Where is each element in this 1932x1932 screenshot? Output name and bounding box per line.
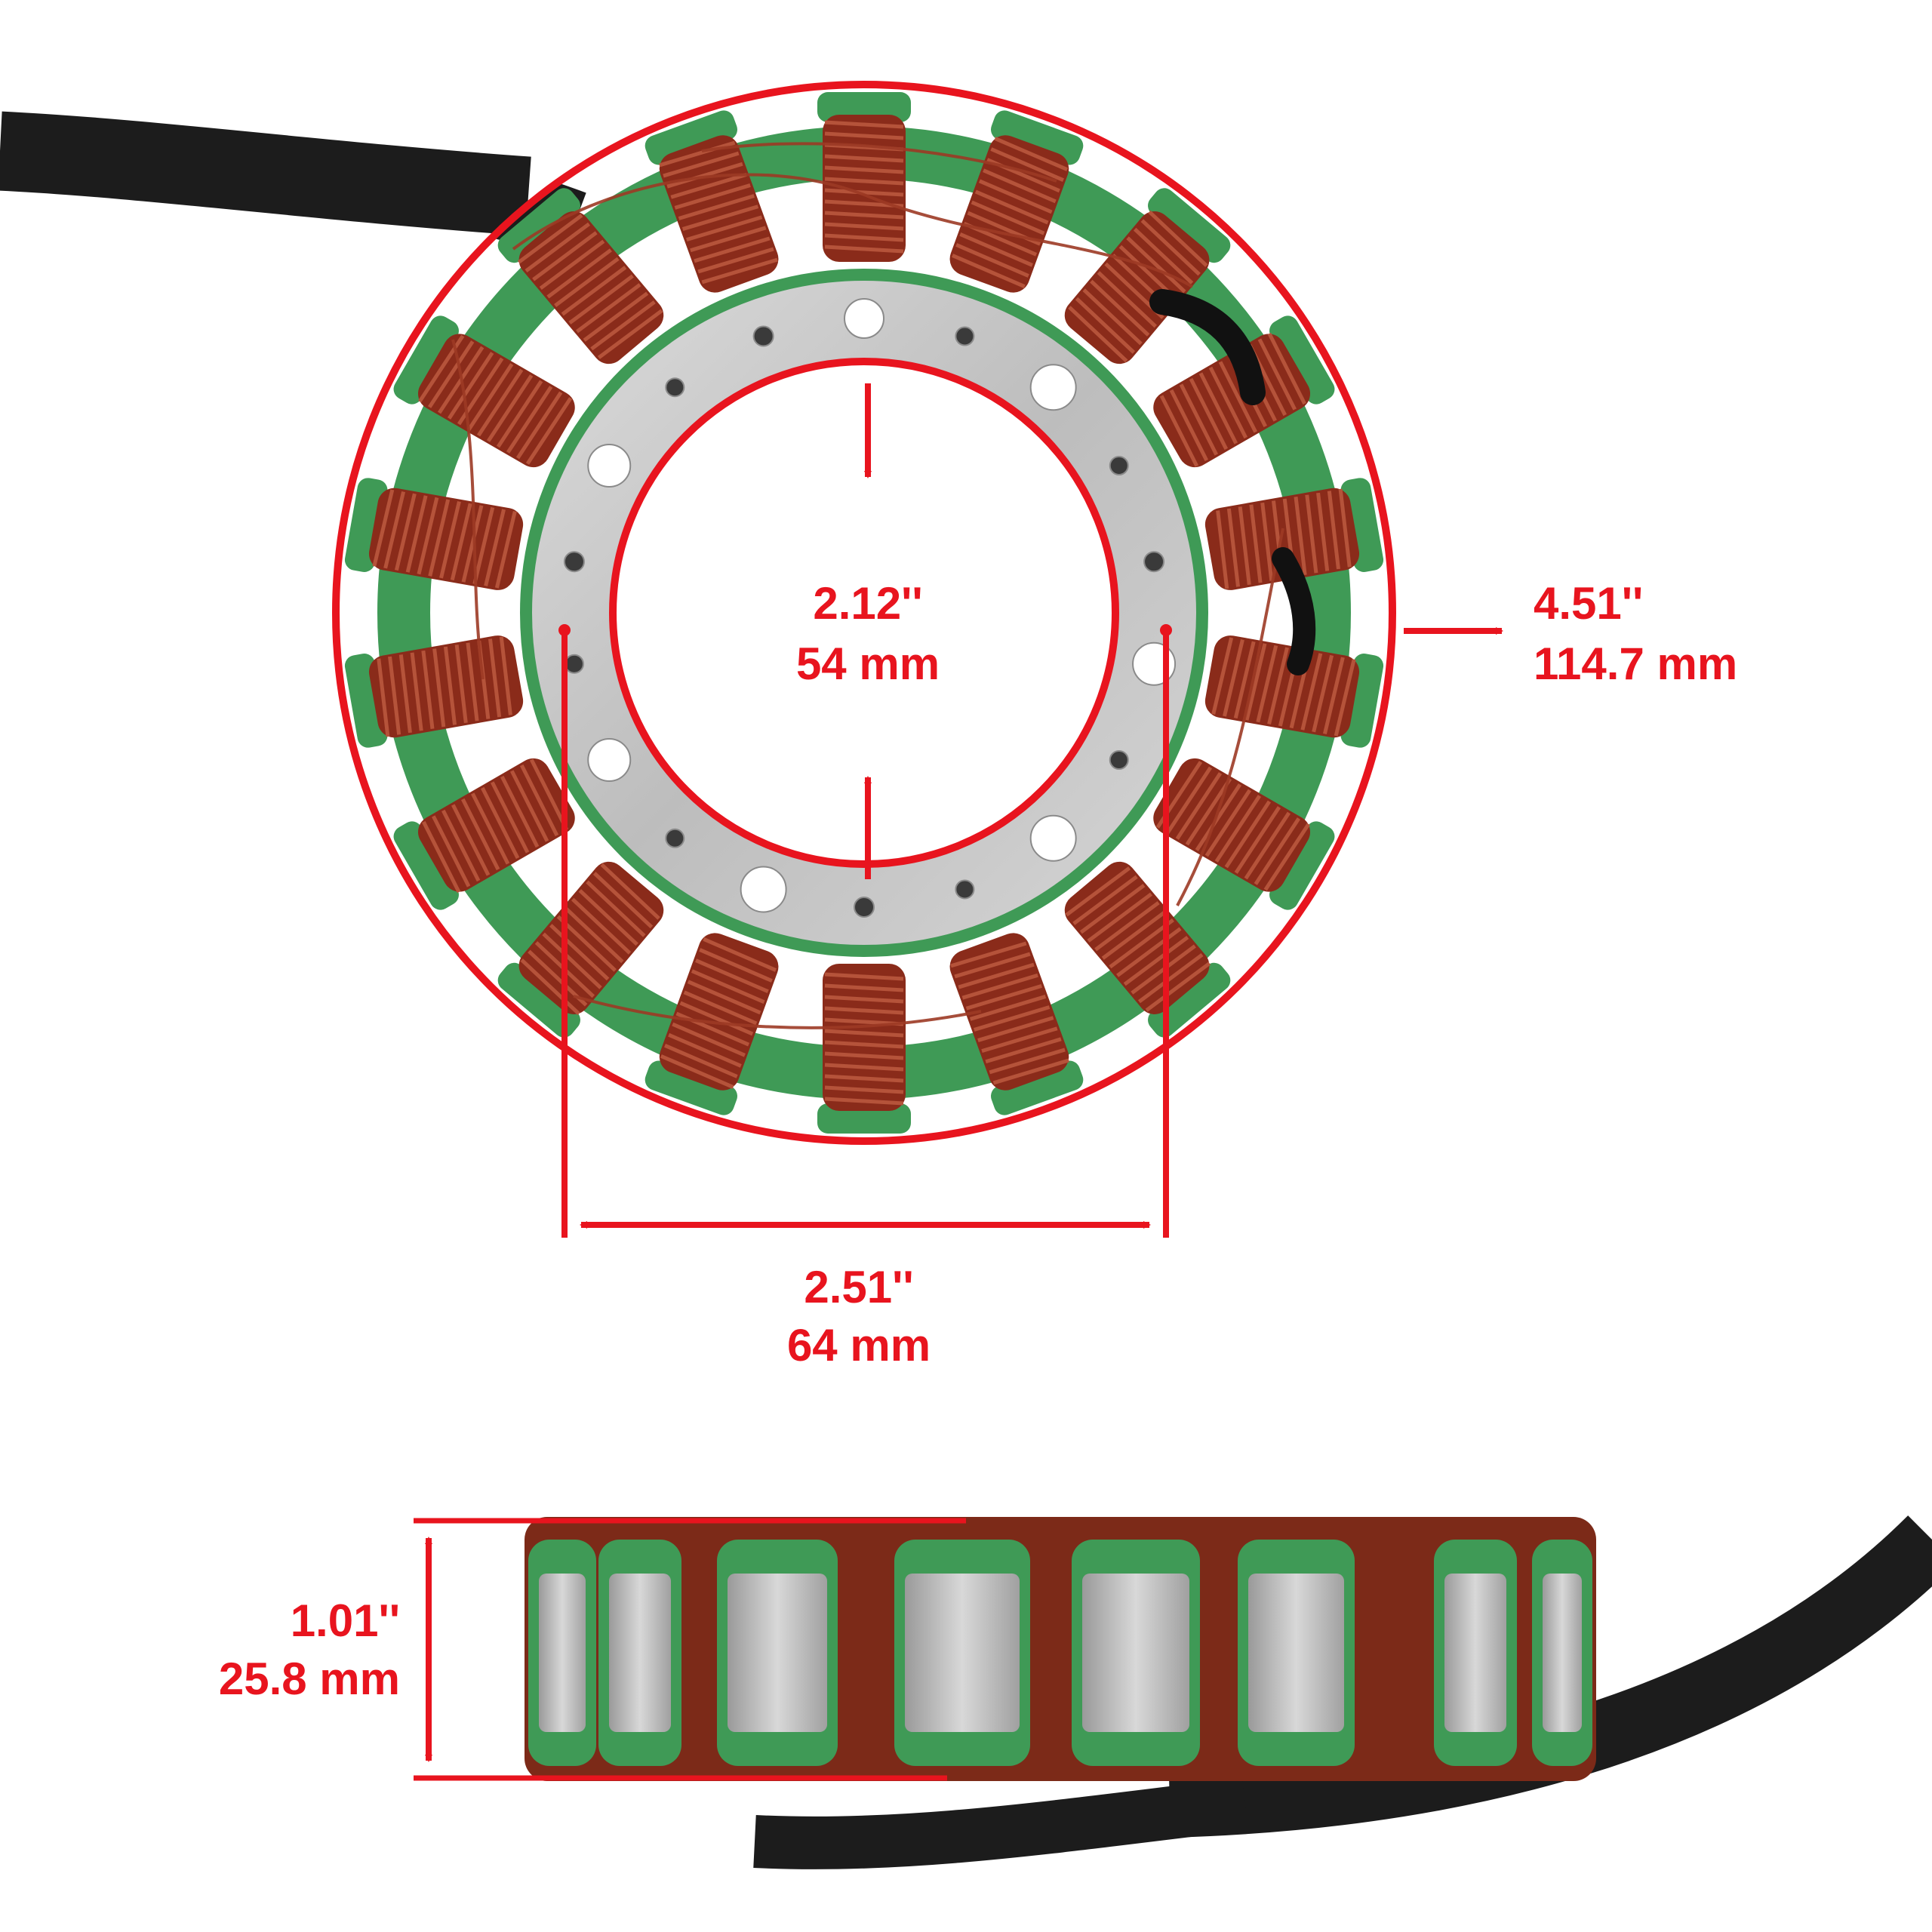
side-coil-core <box>1444 1574 1506 1732</box>
outer-diameter-outline <box>332 81 1396 1145</box>
bolt-hole <box>955 879 975 900</box>
winding-wires <box>451 142 1284 1029</box>
stator-top-photo <box>336 92 1384 1134</box>
side-coil-core <box>539 1574 586 1732</box>
bolt-hole <box>665 377 685 398</box>
coil <box>817 92 911 262</box>
side-coil-core <box>1543 1574 1582 1732</box>
bolt-hole <box>740 866 787 913</box>
coil <box>393 758 575 910</box>
outer-diameter-metric: 114.7 mm <box>1534 638 1737 689</box>
height-imperial: 1.01'' <box>291 1595 400 1646</box>
bolt-hole <box>752 325 774 347</box>
coil <box>344 635 524 748</box>
side-view: 1.01'' 25.8 mm <box>219 1515 1932 1869</box>
coil <box>949 933 1084 1115</box>
coil <box>817 964 911 1134</box>
bolt-hole <box>587 444 632 488</box>
bolt-hole <box>1029 814 1077 862</box>
mounting-holes <box>563 298 1177 918</box>
bolt-hole <box>1143 551 1165 573</box>
outer-diameter-imperial: 4.51'' <box>1534 578 1643 629</box>
side-coil-core <box>1248 1574 1344 1732</box>
bolt-spacing-imperial: 2.51'' <box>804 1262 913 1312</box>
coil <box>1153 315 1335 468</box>
inner-bore <box>613 361 1115 864</box>
inner-diameter-outline <box>609 358 1119 868</box>
bolt-hole <box>955 326 975 346</box>
coil <box>645 933 779 1115</box>
bolt-hole <box>844 298 884 339</box>
bolt-hole <box>854 897 875 918</box>
inner-diameter-imperial: 2.12'' <box>813 578 922 629</box>
side-coil-core <box>1082 1574 1189 1732</box>
coil <box>497 188 664 365</box>
top-view: 2.12'' 54 mm 4.51'' 114.7 mm 2.51'' 64 m… <box>0 81 1737 1371</box>
bolt-spacing-metric: 64 mm <box>787 1320 931 1371</box>
inner-diameter-metric: 54 mm <box>796 638 940 689</box>
coil <box>1153 758 1335 910</box>
coil <box>1204 635 1384 748</box>
coil <box>344 478 524 590</box>
height-metric: 25.8 mm <box>219 1654 400 1704</box>
bolt-hole <box>563 551 585 573</box>
wire-harness-cable <box>0 111 531 236</box>
bolt-hole <box>587 738 632 782</box>
wire-clip <box>1149 289 1266 405</box>
side-coil-core <box>905 1574 1020 1732</box>
side-coils <box>528 1540 1592 1766</box>
coil <box>497 861 664 1038</box>
bolt-hole <box>665 828 685 848</box>
bolt-hole <box>1029 364 1077 411</box>
side-coil-core <box>728 1574 827 1732</box>
side-coil-core <box>609 1574 671 1732</box>
bolt-hole <box>1109 750 1129 770</box>
bolt-hole <box>1109 456 1129 475</box>
bolt-hole <box>564 654 584 674</box>
